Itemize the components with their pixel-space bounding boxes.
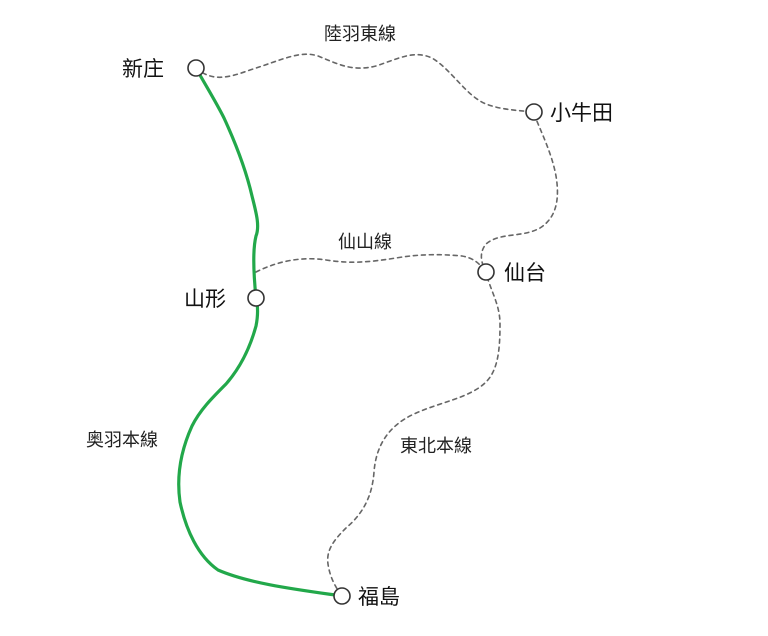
senzan-line bbox=[255, 253, 487, 273]
station-marker-shinjo bbox=[187, 59, 205, 77]
line-label-tohoku-main: 東北本線 bbox=[400, 436, 472, 457]
line-label-senzan: 仙山線 bbox=[338, 232, 392, 253]
station-marker-koushida bbox=[525, 103, 543, 121]
station-label-sendai: 仙台 bbox=[504, 261, 546, 285]
station-marker-sendai bbox=[477, 263, 495, 281]
station-label-fukushima: 福島 bbox=[358, 585, 400, 609]
ou-main-line bbox=[177, 66, 344, 598]
station-label-yamagata: 山形 bbox=[184, 287, 226, 311]
rikuu-east-line bbox=[195, 53, 533, 113]
station-label-shinjo: 新庄 bbox=[122, 57, 164, 81]
tohoku-main-line bbox=[326, 113, 559, 597]
station-label-koushida: 小牛田 bbox=[550, 101, 613, 125]
line-label-rikuu-east: 陸羽東線 bbox=[324, 24, 396, 45]
line-label-ou-main: 奥羽本線 bbox=[86, 430, 158, 451]
station-marker-yamagata bbox=[247, 289, 265, 307]
station-marker-fukushima bbox=[333, 587, 351, 605]
